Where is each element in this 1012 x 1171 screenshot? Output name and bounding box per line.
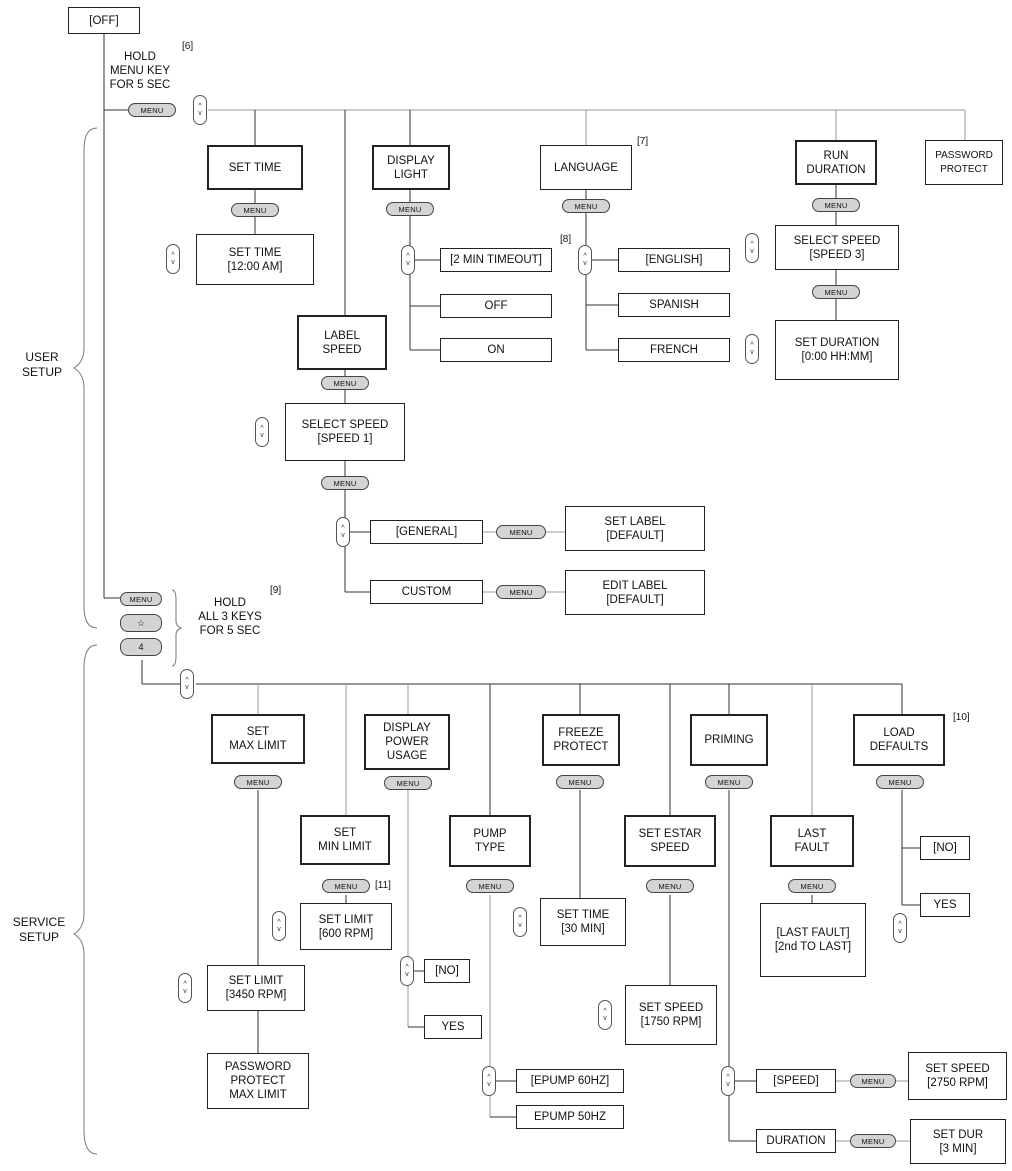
display-power-usage-menu[interactable]: DISPLAY POWER USAGE <box>364 714 450 770</box>
menu-key[interactable]: MENU <box>646 879 694 893</box>
language-english-option: [ENGLISH] <box>618 248 730 272</box>
up-down-arrows-icon: ^v <box>178 973 192 1003</box>
menu-key[interactable]: MENU <box>788 879 836 893</box>
up-down-arrows-icon: ^v <box>255 417 269 447</box>
menu-key[interactable]: MENU <box>234 775 282 789</box>
language-menu[interactable]: LANGUAGE <box>540 145 632 190</box>
footnote-7: [7] <box>637 136 649 147</box>
display-power-no-option: [NO] <box>424 959 470 983</box>
display-light-menu[interactable]: DISPLAY LIGHT <box>372 145 450 190</box>
menu-key[interactable]: MENU <box>231 203 279 217</box>
up-down-arrows-icon: ^v <box>745 334 759 364</box>
up-down-arrows-icon: ^v <box>598 1000 612 1030</box>
menu-key[interactable]: MENU <box>321 376 369 390</box>
menu-key[interactable]: MENU <box>120 592 162 606</box>
load-defaults-menu[interactable]: LOAD DEFAULTS <box>853 714 945 766</box>
display-power-yes-option: YES <box>424 1015 482 1039</box>
menu-key[interactable]: MENU <box>562 199 610 213</box>
footnote-8: [8] <box>560 234 572 245</box>
pump-type-menu[interactable]: PUMP TYPE <box>449 815 531 867</box>
last-fault-value: [LAST FAULT] [2nd TO LAST] <box>760 903 866 977</box>
priming-speed-option: [SPEED] <box>756 1069 836 1093</box>
up-down-arrows-icon: ^v <box>193 95 207 125</box>
up-down-arrows-icon: ^v <box>180 669 194 699</box>
menu-key[interactable]: MENU <box>850 1074 896 1088</box>
load-defaults-no-option: [NO] <box>920 836 970 860</box>
pump-type-50hz-option: EPUMP 50HZ <box>516 1105 624 1129</box>
menu-key[interactable]: MENU <box>496 525 546 539</box>
up-down-arrows-icon: ^v <box>578 245 592 275</box>
menu-key[interactable]: MENU <box>812 198 860 212</box>
menu-key[interactable]: MENU <box>705 775 753 789</box>
freeze-protect-menu[interactable]: FREEZE PROTECT <box>542 714 620 766</box>
up-down-arrows-icon: ^v <box>401 245 415 275</box>
up-down-arrows-icon: ^v <box>721 1066 735 1096</box>
hold-menu-instruction: HOLD MENU KEY FOR 5 SEC <box>109 51 171 91</box>
display-light-on-option: ON <box>440 338 552 362</box>
menu-key[interactable]: MENU <box>812 285 860 299</box>
menu-key[interactable]: MENU <box>386 202 434 216</box>
off-state-box: [OFF] <box>68 7 140 34</box>
priming-duration-value: SET DUR [3 MIN] <box>910 1119 1006 1164</box>
footnote-11: [11] <box>375 880 391 891</box>
footnote-6: [6] <box>182 41 194 52</box>
display-light-2min-option: [2 MIN TIMEOUT] <box>440 248 552 272</box>
set-label-default: SET LABEL [DEFAULT] <box>565 506 705 551</box>
set-max-limit-menu[interactable]: SET MAX LIMIT <box>211 714 305 764</box>
language-spanish-option: SPANISH <box>618 293 730 317</box>
set-time-menu[interactable]: SET TIME <box>207 145 303 190</box>
run-duration-menu[interactable]: RUN DURATION <box>795 140 877 185</box>
freeze-protect-value: SET TIME [30 MIN] <box>540 898 626 946</box>
priming-menu[interactable]: PRIMING <box>690 714 768 766</box>
last-fault-menu[interactable]: LAST FAULT <box>770 815 854 867</box>
up-down-arrows-icon: ^v <box>513 907 527 937</box>
set-estar-speed-menu[interactable]: SET ESTAR SPEED <box>624 815 716 867</box>
load-defaults-yes-option: YES <box>920 893 970 917</box>
run-duration-select-speed: SELECT SPEED [SPEED 3] <box>775 225 899 270</box>
user-setup-label: USER SETUP <box>21 350 62 379</box>
edit-label-default: EDIT LABEL [DEFAULT] <box>565 570 705 615</box>
priming-speed-value: SET SPEED [2750 RPM] <box>908 1052 1007 1100</box>
up-down-arrows-icon: ^v <box>272 911 286 941</box>
password-protect-menu[interactable]: PASSWORD PROTECT <box>925 140 1003 185</box>
run-duration-set-duration: SET DURATION [0:00 HH:MM] <box>775 320 899 380</box>
menu-key[interactable]: MENU <box>322 879 370 893</box>
speed-4-key[interactable]: 4 <box>120 638 162 656</box>
menu-key[interactable]: MENU <box>876 775 924 789</box>
set-time-value: SET TIME [12:00 AM] <box>196 234 314 285</box>
menu-key[interactable]: MENU <box>850 1134 896 1148</box>
menu-key[interactable]: MENU <box>466 879 514 893</box>
service-setup-label: SERVICE SETUP <box>12 915 66 944</box>
up-down-arrows-icon: ^v <box>482 1066 496 1096</box>
menu-key[interactable]: MENU <box>496 585 546 599</box>
menu-key[interactable]: MENU <box>321 476 369 490</box>
hold-all-keys-instruction: HOLD ALL 3 KEYS FOR 5 SEC <box>198 597 262 637</box>
password-protect-max-limit: PASSWORD PROTECT MAX LIMIT <box>207 1053 309 1109</box>
label-speed-select-speed: SELECT SPEED [SPEED 1] <box>285 403 405 461</box>
menu-key[interactable]: MENU <box>556 775 604 789</box>
footnote-10: [10] <box>953 712 970 723</box>
max-limit-value: SET LIMIT [3450 RPM] <box>207 965 305 1011</box>
up-down-arrows-icon: ^v <box>893 913 907 943</box>
label-general-option: [GENERAL] <box>370 520 483 544</box>
language-french-option: FRENCH <box>618 338 730 362</box>
menu-key[interactable]: MENU <box>384 776 432 790</box>
label-custom-option: CUSTOM <box>370 580 483 604</box>
display-light-off-option: OFF <box>440 294 552 318</box>
favorite-star-key[interactable]: ☆ <box>120 614 162 632</box>
up-down-arrows-icon: ^v <box>336 517 350 547</box>
up-down-arrows-icon: ^v <box>400 956 414 986</box>
footnote-9: [9] <box>270 585 282 596</box>
estar-speed-value: SET SPEED [1750 RPM] <box>625 985 717 1045</box>
up-down-arrows-icon: ^v <box>166 244 180 274</box>
pump-type-60hz-option: [EPUMP 60HZ] <box>516 1069 624 1093</box>
up-down-arrows-icon: ^v <box>745 233 759 263</box>
set-min-limit-menu[interactable]: SET MIN LIMIT <box>300 815 390 865</box>
priming-duration-option: DURATION <box>756 1129 836 1153</box>
label-speed-menu[interactable]: LABEL SPEED <box>297 315 387 370</box>
menu-key[interactable]: MENU <box>128 103 176 117</box>
min-limit-value: SET LIMIT [600 RPM] <box>300 903 392 950</box>
